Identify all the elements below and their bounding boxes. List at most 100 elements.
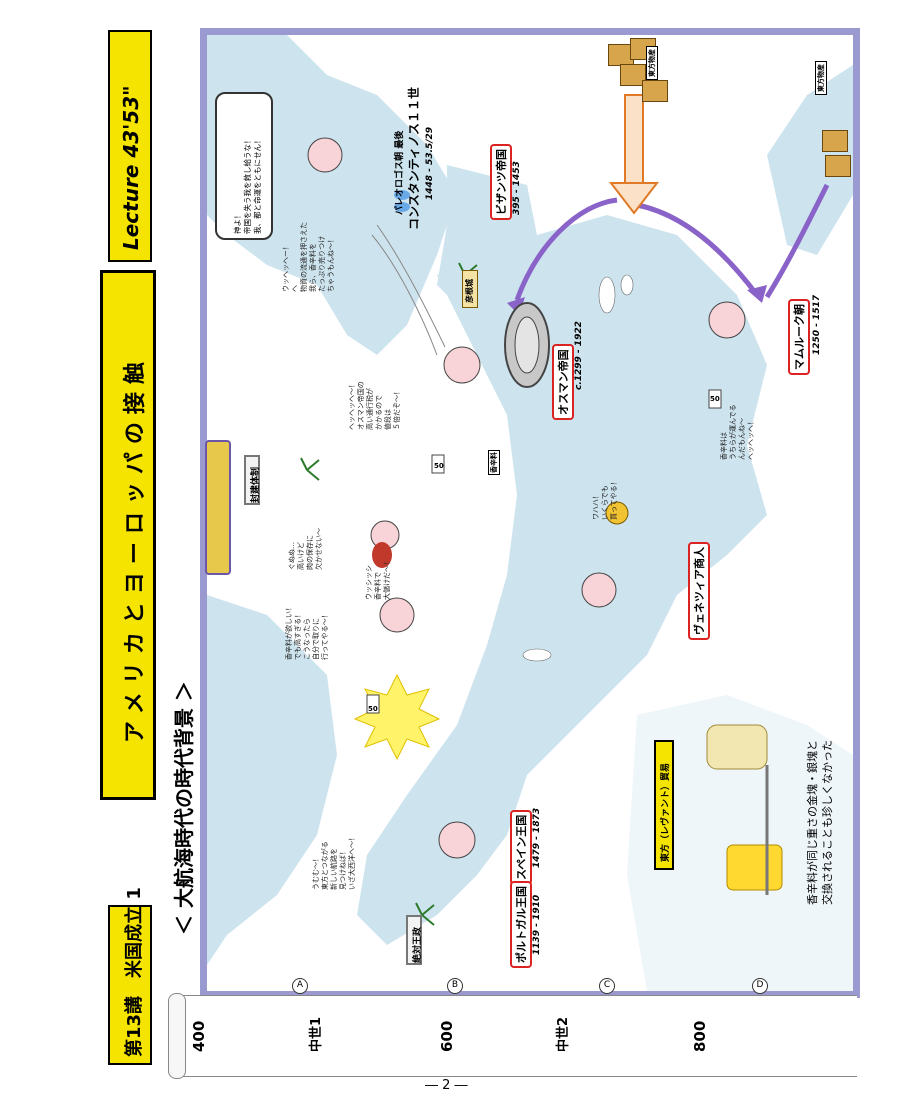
spice-caption-text: 香辛料が同じ重さの金塊・銀塊と 交換されることも珍しくなかった [806, 740, 834, 905]
speech-bubble: 神よ！ 帝国を失う我を救し給うな！ 我、都と命運をともにせん！ [215, 92, 273, 240]
note-5: 香辛料が欲しい！ でも高すぎる！ こうなったら 自分で取りに 行ってやる～！ [285, 604, 330, 660]
levant-trade-badge: 東方（レヴァント）貿易 [654, 740, 674, 870]
byzantine-marker [394, 190, 410, 212]
topic-title: アメリカとヨーロッパの接触 [123, 354, 148, 743]
spice-pile [706, 724, 768, 770]
state-venetian: ヴェネツィア商人 [688, 542, 710, 640]
ruler-dates: 1448 - 53.5/29 [425, 126, 435, 200]
map-scroll-handle[interactable] [205, 440, 231, 575]
byzantine-emperor [307, 137, 343, 173]
ottoman-sultan [443, 346, 481, 384]
state-ottoman-dates: c.1299 - 1922 [574, 321, 584, 390]
trade-arrow-to-mamluk [636, 202, 759, 297]
topic-ribbon: アメリカとヨーロッパの接触 [100, 270, 156, 800]
gold-bars [726, 844, 783, 891]
year-600: 600 [438, 1020, 456, 1052]
goods-crate-3 [620, 64, 646, 86]
goods-arrow-head [608, 182, 660, 215]
state-portugal: ポルトガル王国 [510, 881, 532, 968]
note-5-text: 香辛料が欲しい！ でも高すぎる！ こうなったら 自分で取りに 行ってやる～！ [285, 604, 329, 660]
tax-can-2 [708, 389, 722, 409]
year-400: 400 [190, 1020, 208, 1052]
island-sicily [598, 276, 616, 314]
constantinople-sign: 彦根城 [462, 270, 478, 308]
goods-arrow-shaft [624, 94, 644, 186]
note-4: ぐぬぬ… 高いけど 肉の保存に 欠かせない～ [288, 528, 324, 570]
trade-arrowhead-mamluk [747, 285, 767, 303]
note-2: ヘッヘッヘ〜！ オスマン帝国の 高い通行税が かかるので 値段は ５倍だぞ～！ [348, 381, 402, 430]
venetian-merchant [581, 572, 617, 608]
year-800: 800 [691, 1020, 709, 1052]
speech-text: 神よ！ 帝国を失う我を救し給うな！ 我、都と命運をともにせん！ [223, 104, 263, 235]
note-4-text: ぐぬぬ… 高いけど 肉の保存に 欠かせない～ [288, 528, 323, 570]
timeline-scroll-end [168, 993, 186, 1079]
levant-trade-label: 東方（レヴァント）貿易 [661, 762, 671, 862]
state-byzantine: ビザンツ帝国 [490, 144, 512, 220]
sea-mediterranean [357, 215, 767, 945]
palm-tree-2 [300, 457, 320, 481]
spice-caption: 香辛料が同じ重さの金塊・銀塊と 交換されることも珍しくなかった [790, 715, 835, 905]
note-2-text: ヘッヘッヘ〜！ オスマン帝国の 高い通行税が かかるので 値段は ５倍だぞ～！ [348, 381, 401, 430]
monument-absolute: 絶対王政 [406, 915, 423, 965]
palm-tree-3 [415, 902, 435, 926]
row-marker-b: B [447, 978, 463, 994]
note-3-text: 香辛料は うちらが運んでる んだもんね～ ヘッヘッヘ！ [720, 404, 755, 460]
sea-atlantic [207, 595, 337, 965]
note-1-text: ウッヘッヘー！ ヘ 物資の流通を押さえた 我ら、香辛料を たっぷり売りつけ ちゃ… [282, 222, 335, 292]
spain-portugal-king [438, 821, 476, 859]
sea-southeast [627, 695, 853, 991]
period-1: 中世1 [309, 1016, 324, 1052]
row-marker-d: D [752, 978, 768, 994]
note-1: ウッヘッヘー！ ヘ 物資の流通を押さえた 我ら、香辛料を たっぷり売りつけ ちゃ… [282, 222, 336, 292]
island-crete [522, 648, 552, 662]
european-noble [379, 597, 415, 633]
speech-text-content: 神よ！ 帝国を失う我を救し給うな！ 我、都と命運をともにせん！ [233, 136, 262, 235]
goods-crate-4 [642, 80, 668, 102]
tax-label-3: 50 [368, 705, 378, 713]
lecture-time: Lecture 43'53" [119, 85, 143, 250]
state-byzantine-dates: 395 - 1453 [512, 161, 522, 215]
constantinople-sign-label: 彦根城 [465, 279, 474, 303]
tax-label-2: 50 [710, 395, 720, 403]
trade-arrow-to-ottoman [514, 197, 618, 301]
note-3: 香辛料は うちらが運んでる んだもんね～ ヘッヘッヘ！ [720, 404, 756, 460]
moneybag [605, 501, 629, 525]
note-8-text: ウッシッシ 香辛料で 大儲けだ～！ [365, 558, 391, 600]
monument-absolute-label: 絶対王政 [413, 926, 423, 963]
timeline-scroll [172, 995, 857, 1077]
row-marker-c: C [599, 978, 615, 994]
mamluk-ruler [708, 301, 746, 339]
state-spain-dates: 1479 - 1873 [532, 807, 542, 868]
tax-label-1: 50 [434, 462, 444, 470]
monument-feudal-label: 封建体制 [251, 466, 261, 503]
note-7-text: ワハハ！ いくらでも 買ってやる！ [592, 478, 618, 520]
ottoman-tax-ring-hole [514, 316, 540, 374]
monument-feudal: 封建体制 [244, 455, 261, 505]
note-6-text: うむむ～！ 東方とつながる 新しい航路を 見つけねば！ いざ大西洋へ～！ [312, 834, 356, 890]
eastern-goods-label-1: 東方物産 [646, 46, 658, 80]
state-spain: スペイン王国 [510, 809, 532, 885]
tax-can-1 [431, 454, 445, 474]
goods-crate-6 [825, 155, 851, 177]
state-mamluk-dates: 1250 - 1517 [812, 294, 822, 355]
section-title: ＜ 大航海時代の時代背景 ＞ [172, 681, 196, 935]
state-mamluk: マムルーク朝 [788, 299, 810, 375]
ruler-title: パレオロゴス朝 最後 [395, 130, 405, 215]
sea-red [767, 65, 853, 255]
tax-can-3 [366, 694, 380, 714]
page-number: ― 2 ― [425, 1078, 468, 1093]
island-cyprus [620, 274, 634, 296]
row-marker-a: A [292, 978, 308, 994]
note-6: うむむ～！ 東方とつながる 新しい航路を 見つけねば！ いざ大西洋へ～！ [312, 834, 357, 890]
map-svg [207, 35, 853, 991]
note-8: ウッシッシ 香辛料で 大儲けだ～！ [365, 558, 392, 600]
trade-arrow-from-east [764, 183, 830, 299]
chapter-ribbon: 第13講 米国成立 1 [108, 887, 152, 1065]
goods-crate-5 [822, 130, 848, 152]
strait-lines [371, 224, 446, 356]
ruler-name: コンスタンティノス１１世 [407, 86, 421, 230]
starburst [353, 673, 441, 761]
state-portugal-dates: 1139 - 1910 [532, 894, 542, 955]
spice-tag-1: 香辛料 [488, 450, 500, 475]
lecture-ribbon: Lecture 43'53" [108, 30, 152, 262]
